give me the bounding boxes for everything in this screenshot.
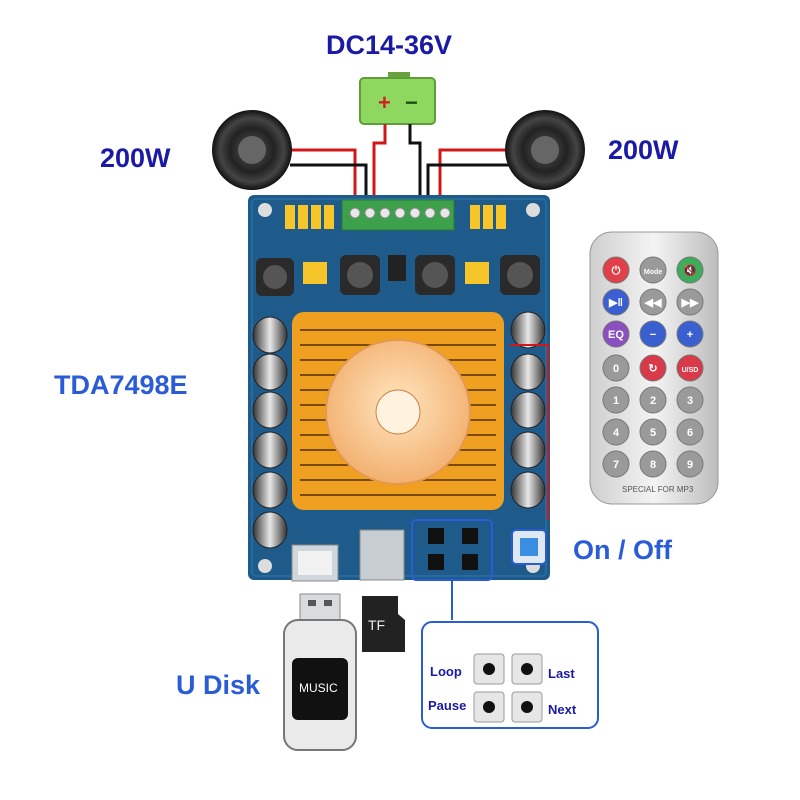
- remote-key-label: ▶‖: [608, 297, 623, 309]
- right-speaker-icon: [505, 110, 585, 190]
- loop-button[interactable]: [473, 653, 505, 685]
- udisk-text: MUSIC: [299, 681, 338, 695]
- remote-key-label: EQ: [608, 329, 624, 341]
- remote-key-label: 5: [650, 427, 656, 439]
- remote-key[interactable]: 1: [602, 386, 630, 414]
- heatsink: [292, 312, 504, 510]
- tf-card-text: TF: [368, 617, 385, 633]
- battery-icon: + −: [359, 72, 436, 125]
- capacitors-left: [252, 316, 288, 549]
- remote-keys: ⏻ Mode 🔇 ▶‖ ◀◀ ▶▶ EQ − +0 ↻ U/SD 1 2 3 4 5 6 7 8 9: [602, 256, 704, 478]
- pause-button[interactable]: [473, 691, 505, 723]
- inductors: [256, 255, 540, 296]
- remote-key[interactable]: 4: [602, 418, 630, 446]
- battery-plus: +: [378, 90, 391, 115]
- remote-key-label: 3: [687, 395, 693, 407]
- udisk-icon: MUSIC: [283, 593, 357, 751]
- usb-port-icon: [291, 544, 339, 582]
- remote-key-label: 9: [687, 459, 693, 471]
- remote-key[interactable]: ▶‖: [602, 288, 630, 316]
- remote-key[interactable]: 9: [676, 450, 704, 478]
- remote-key-label: 8: [650, 459, 656, 471]
- battery-minus: −: [405, 90, 418, 115]
- remote-key[interactable]: 3: [676, 386, 704, 414]
- loop-label: Loop: [430, 664, 462, 679]
- remote-key-label: 4: [613, 427, 620, 439]
- last-button[interactable]: [511, 653, 543, 685]
- remote-key[interactable]: 2: [639, 386, 667, 414]
- remote-key-label: ◀◀: [644, 297, 662, 309]
- remote-key[interactable]: 7: [602, 450, 630, 478]
- remote-key-label: 🔇: [683, 264, 697, 277]
- capacitors-right: [510, 311, 546, 509]
- remote-footer: SPECIAL FOR MP3: [622, 485, 694, 494]
- tf-slot-icon: [359, 529, 405, 581]
- tf-card-icon: TF: [362, 596, 405, 652]
- remote-key[interactable]: 0: [602, 354, 630, 382]
- remote-key-label: 6: [687, 427, 693, 439]
- remote-key[interactable]: Mode: [639, 256, 667, 284]
- remote-key-label: 1: [613, 395, 619, 407]
- remote-key-label: 0: [613, 363, 619, 375]
- next-button[interactable]: [511, 691, 543, 723]
- remote-key-label: ↻: [648, 363, 657, 375]
- remote-key-label: Mode: [644, 269, 662, 276]
- buttons-panel: Loop Last Pause Next: [421, 621, 599, 729]
- chip-label: TDA7498E: [54, 370, 188, 400]
- remote-key[interactable]: EQ: [602, 320, 630, 348]
- remote-key[interactable]: +: [676, 320, 704, 348]
- remote-key[interactable]: ▶▶: [676, 288, 704, 316]
- left-power-label: 200W: [100, 143, 171, 173]
- remote-control: ⏻ Mode 🔇 ▶‖ ◀◀ ▶▶ EQ − +0 ↻ U/SD 1 2 3 4 5 6 7 8 9 SPECIAL …: [589, 231, 719, 505]
- remote-key-label: 2: [650, 395, 656, 407]
- remote-key[interactable]: 🔇: [676, 256, 704, 284]
- power-label: DC14-36V: [326, 30, 453, 60]
- remote-key-label: ⏻: [612, 264, 621, 277]
- amplifier-board: [248, 195, 550, 582]
- remote-key[interactable]: ↻: [639, 354, 667, 382]
- button-block: [411, 519, 493, 581]
- remote-key[interactable]: ◀◀: [639, 288, 667, 316]
- remote-key[interactable]: −: [639, 320, 667, 348]
- remote-key[interactable]: 8: [639, 450, 667, 478]
- right-power-label: 200W: [608, 135, 679, 165]
- next-label: Next: [548, 702, 577, 717]
- remote-key[interactable]: ⏻: [602, 256, 630, 284]
- remote-key-label: U/SD: [682, 367, 699, 374]
- remote-key-label: +: [687, 329, 693, 341]
- remote-key[interactable]: U/SD: [676, 354, 704, 382]
- remote-key-label: 7: [613, 459, 619, 471]
- remote-key[interactable]: 5: [639, 418, 667, 446]
- last-label: Last: [548, 666, 575, 681]
- pause-label: Pause: [428, 698, 466, 713]
- switch-label: On / Off: [573, 535, 672, 565]
- remote-key-label: ▶▶: [681, 297, 699, 309]
- left-speaker-icon: [212, 110, 292, 190]
- remote-key[interactable]: 6: [676, 418, 704, 446]
- remote-key-label: −: [650, 329, 656, 341]
- udisk-label: U Disk: [176, 670, 261, 700]
